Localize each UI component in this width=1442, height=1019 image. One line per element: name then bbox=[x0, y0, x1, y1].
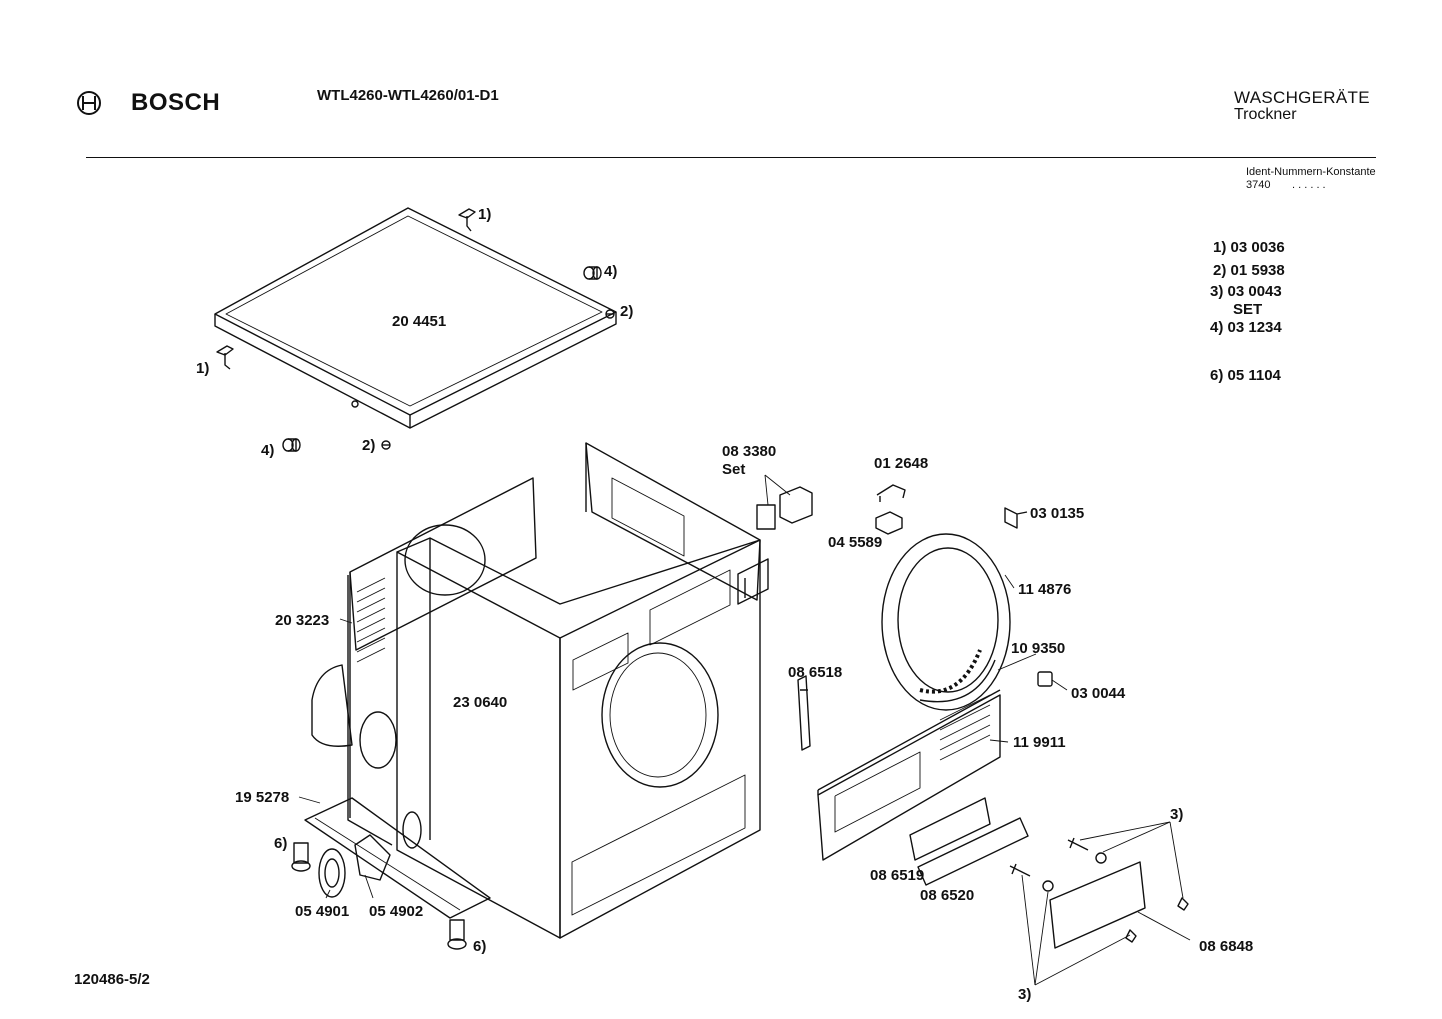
label-control-panel: 11 9911 bbox=[1013, 734, 1066, 751]
label-switch: 04 5589 bbox=[828, 534, 883, 551]
label-small-part: 03 0044 bbox=[1071, 685, 1126, 702]
label-connector: 08 3380 bbox=[722, 443, 777, 460]
handle-cover-part bbox=[918, 818, 1028, 885]
label-lamp: 03 0135 bbox=[1030, 505, 1085, 522]
label-seal: 10 9350 bbox=[1011, 640, 1066, 657]
ident-value: 3740 bbox=[1246, 179, 1271, 191]
cabinet-part bbox=[397, 538, 760, 938]
foot-icon bbox=[292, 843, 466, 949]
parts-list-item: 4) 03 1234 bbox=[1210, 319, 1282, 336]
label-ref-4a: 4) bbox=[604, 263, 618, 280]
label-handle: 08 6519 bbox=[870, 867, 925, 884]
label-lid: 20 4451 bbox=[392, 313, 447, 330]
subcategory-title: Trockner bbox=[1234, 106, 1297, 123]
header-divider bbox=[86, 157, 1376, 158]
label-ref-1a: 1) bbox=[478, 206, 492, 223]
cover-plate-part bbox=[1050, 862, 1145, 948]
label-door-ring: 11 4876 bbox=[1018, 581, 1072, 598]
label-ref-6b: 6) bbox=[473, 938, 487, 955]
category-title: WASCHGERÄTE bbox=[1234, 88, 1370, 107]
control-panel-part bbox=[818, 690, 1000, 860]
label-ref-3a: 3) bbox=[1170, 806, 1184, 823]
bracket-part bbox=[798, 676, 810, 750]
parts-list-item: 1) 03 0036 bbox=[1213, 239, 1285, 256]
label-cover-plate: 08 6848 bbox=[1199, 938, 1254, 955]
label-connector-set: Set bbox=[722, 461, 746, 478]
label-base-rail: 19 5278 bbox=[235, 789, 290, 806]
handle-part bbox=[910, 798, 990, 860]
connector-icon bbox=[757, 487, 812, 529]
label-ref-4b: 4) bbox=[261, 442, 275, 459]
side-panel-part bbox=[312, 478, 536, 845]
foot-cap-icon bbox=[355, 835, 390, 880]
plug-icon bbox=[283, 267, 601, 451]
bosch-logo-icon bbox=[76, 90, 102, 121]
seal-part bbox=[920, 660, 995, 702]
model-number: WTL4260-WTL4260/01-D1 bbox=[317, 87, 499, 104]
label-clip: 01 2648 bbox=[874, 455, 929, 472]
parts-list-item: 2) 01 5938 bbox=[1213, 262, 1285, 279]
parts-list-item: SET bbox=[1233, 301, 1263, 318]
ident-label: Ident-Nummern-Konstante bbox=[1246, 166, 1376, 178]
label-foot-ring: 05 4901 bbox=[295, 903, 350, 920]
label-ref-6a: 6) bbox=[274, 835, 288, 852]
screw-icon bbox=[382, 310, 614, 449]
parts-list-item: 3) 03 0043 bbox=[1210, 283, 1282, 300]
label-foot-cap: 05 4902 bbox=[369, 903, 424, 920]
label-ref-1b: 1) bbox=[196, 360, 210, 377]
mount-bracket-icon bbox=[738, 559, 768, 604]
label-cabinet: 23 0640 bbox=[453, 694, 508, 711]
back-frame-part bbox=[586, 443, 760, 600]
brand-name: BOSCH bbox=[131, 89, 221, 116]
label-bracket: 08 6518 bbox=[788, 664, 843, 681]
label-ref-2a: 2) bbox=[620, 303, 634, 320]
label-ref-3b: 3) bbox=[1018, 986, 1032, 1003]
label-ref-2b: 2) bbox=[362, 437, 376, 454]
lamp-icon bbox=[1005, 508, 1027, 528]
parts-list-item: 6) 05 1104 bbox=[1210, 367, 1281, 384]
foot-ring-icon bbox=[319, 849, 345, 897]
ident-dots: . . . . . . bbox=[1292, 179, 1326, 191]
door-ring-part bbox=[882, 534, 1010, 710]
label-handle-cover: 08 6520 bbox=[920, 887, 975, 904]
clip-icon bbox=[877, 485, 905, 502]
label-side-panel: 20 3223 bbox=[275, 612, 330, 629]
document-number: 120486-5/2 bbox=[74, 971, 150, 988]
screw-icon bbox=[1010, 838, 1188, 942]
switch-icon bbox=[876, 512, 902, 534]
small-part-icon bbox=[1038, 672, 1052, 686]
hinge-clip-icon bbox=[217, 209, 475, 369]
base-rail-part bbox=[305, 798, 490, 918]
lid-part bbox=[215, 208, 616, 428]
